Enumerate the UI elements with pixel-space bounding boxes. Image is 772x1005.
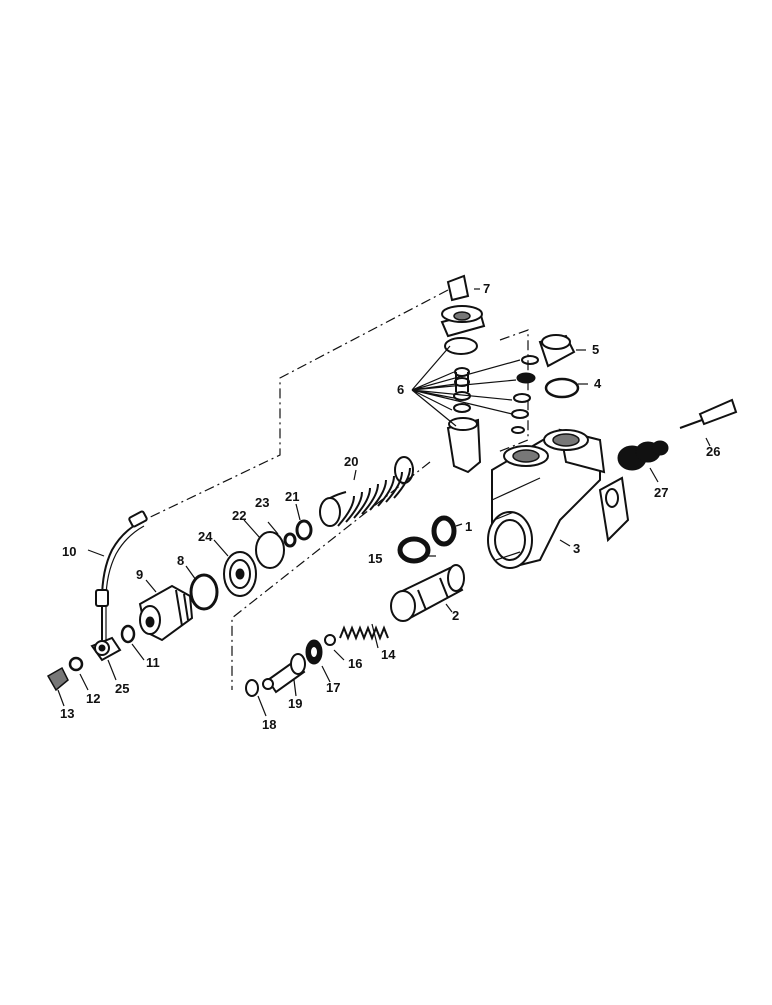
- callout-11: 11: [146, 655, 160, 670]
- seal-assembly: [255, 519, 313, 569]
- piston-disc: [223, 551, 257, 597]
- plug-and-seal: [538, 334, 580, 399]
- callout-12: 12: [86, 691, 100, 706]
- callout-14: 14: [381, 647, 396, 662]
- valve-body: [487, 428, 630, 569]
- callout-13: 13: [60, 706, 74, 721]
- large-spring: [319, 456, 414, 527]
- callout-27: 27: [654, 485, 668, 500]
- washer-and-nut: [305, 634, 336, 665]
- callout-18: 18: [262, 717, 276, 732]
- seal-rings: [397, 515, 457, 564]
- leader-lines: [57, 288, 711, 717]
- callout-17: 17: [326, 680, 340, 695]
- callout-15: 15: [368, 551, 382, 566]
- callout-22: 22: [232, 508, 246, 523]
- callout-21: 21: [285, 489, 299, 504]
- o-ring-8: [189, 573, 219, 611]
- callout-9: 9: [136, 567, 143, 582]
- valve-discs: [511, 355, 539, 434]
- washer-11: [120, 624, 136, 644]
- callout-10: 10: [62, 544, 76, 559]
- callout-1: 1: [465, 519, 472, 534]
- callout-16: 16: [348, 656, 362, 671]
- connector: [679, 398, 738, 429]
- assembly-center-lines: [139, 289, 529, 690]
- banjo-fitting: [90, 636, 122, 662]
- spool-sleeve: [390, 564, 465, 622]
- callout-23: 23: [255, 495, 269, 510]
- callout-24: 24: [198, 529, 213, 544]
- pipe: [95, 510, 148, 640]
- callout-7: 7: [483, 281, 490, 296]
- callout-3: 3: [573, 541, 580, 556]
- callout-19: 19: [288, 696, 302, 711]
- callout-6: 6: [397, 382, 404, 397]
- callout-8: 8: [177, 553, 184, 568]
- top-cap: [440, 274, 486, 338]
- retaining-clip: [245, 679, 259, 697]
- callout-5: 5: [592, 342, 599, 357]
- plunger: [262, 653, 306, 694]
- leader-lines-6: [411, 345, 521, 427]
- end-cap: [138, 584, 194, 642]
- callout-20: 20: [344, 454, 358, 469]
- callout-26: 26: [706, 444, 720, 459]
- washer-and-bolt: [46, 656, 84, 692]
- callout-25: 25: [115, 681, 129, 696]
- callout-labels: 1 2 3 4 5 6 7 8 9 10 11 12 13 14 15 16 1…: [60, 281, 720, 732]
- callout-2: 2: [452, 608, 459, 623]
- small-spring: [339, 625, 389, 641]
- valve-stack: [444, 337, 482, 474]
- solenoid: [617, 440, 669, 471]
- callout-4: 4: [594, 376, 602, 391]
